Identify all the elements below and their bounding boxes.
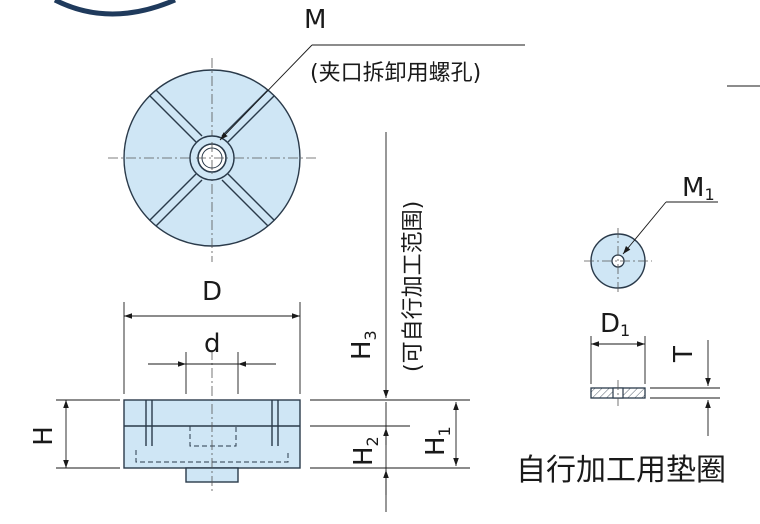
dim-d-label: d [204,329,221,359]
side-view [123,350,301,494]
cropped-arc-decoration [53,0,176,17]
dim-T-label: T [669,346,699,363]
m-note: (夹口拆卸用螺孔) [310,61,481,86]
top-view [108,58,318,262]
dim-T: T [650,340,720,436]
dim-H1: H1 [410,399,470,466]
dim-D: D [123,277,301,394]
dim-H-label: H [29,426,59,446]
dim-H3-label: H3 [347,330,380,360]
dim-H: H [29,399,120,469]
washer-caption: 自行加工用垫圈 [516,453,726,488]
dim-H2-label: H2 [349,436,382,466]
washer-top-view [584,228,652,294]
m-label: M [304,5,326,35]
dim-d: d [148,329,276,394]
dim-D1: D1 [590,309,646,384]
dim-H1-label: H1 [421,426,454,456]
dim-D-label: D [202,277,222,307]
m-leader: M (夹口拆卸用螺孔) [219,5,525,141]
washer-section-view [590,380,646,406]
dim-D1-label: D1 [600,309,630,340]
dim-H2: H2 [310,402,470,512]
range-note: (可自行加工范围) [401,201,426,372]
m1-leader: M1 [622,173,718,255]
m1-label: M1 [682,173,715,204]
dim-H3: H3 (可自行加工范围) [310,132,426,401]
